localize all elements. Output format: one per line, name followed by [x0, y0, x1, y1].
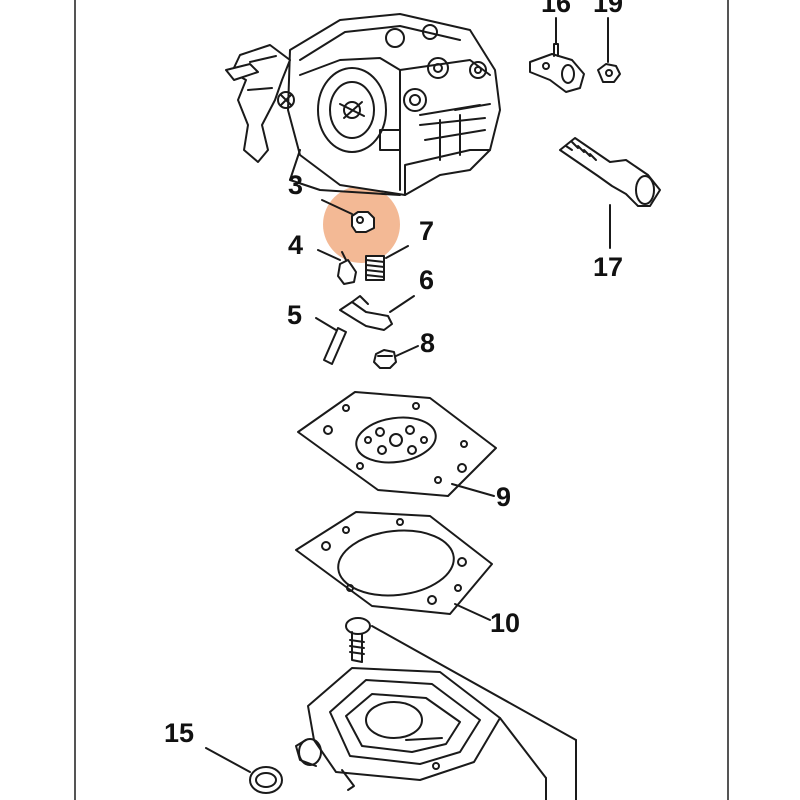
pump-cover[interactable]	[295, 667, 547, 791]
callout-7[interactable]: 7	[419, 216, 435, 246]
part-15-o-ring[interactable]	[205, 747, 283, 794]
bracket-line	[545, 739, 577, 800]
carburetor-body[interactable]	[225, 13, 501, 196]
callout-6[interactable]: 6	[419, 265, 435, 295]
callout-16[interactable]: 16	[541, 0, 572, 18]
part-8-screw[interactable]	[373, 345, 419, 369]
right-frame-border	[727, 0, 729, 800]
callout-17[interactable]: 17	[593, 252, 624, 282]
part-4-inlet-needle[interactable]	[317, 249, 357, 285]
part-7-spring[interactable]	[365, 245, 409, 281]
callout-3[interactable]: 3	[288, 170, 304, 200]
callout-5[interactable]: 5	[287, 300, 303, 330]
callout-8[interactable]: 8	[420, 328, 436, 358]
callout-15[interactable]: 15	[164, 718, 195, 748]
part-10-gasket[interactable]	[295, 511, 493, 621]
part-19-nut[interactable]	[597, 17, 621, 83]
callout-10[interactable]: 10	[490, 608, 521, 638]
callout-19[interactable]: 19	[593, 0, 624, 18]
callout-4[interactable]: 4	[288, 230, 304, 260]
part-16-lever[interactable]	[529, 17, 585, 93]
part-9-diaphragm[interactable]	[297, 391, 497, 497]
part-17-adjusting-screw[interactable]	[559, 137, 661, 249]
left-frame-border	[74, 0, 76, 800]
part-5-pin[interactable]	[315, 317, 347, 365]
cover-screw[interactable]	[345, 617, 577, 741]
part-6-metering-lever[interactable]	[339, 295, 415, 331]
part-3-needle-seat[interactable]	[321, 199, 375, 233]
callout-9[interactable]: 9	[496, 482, 512, 512]
